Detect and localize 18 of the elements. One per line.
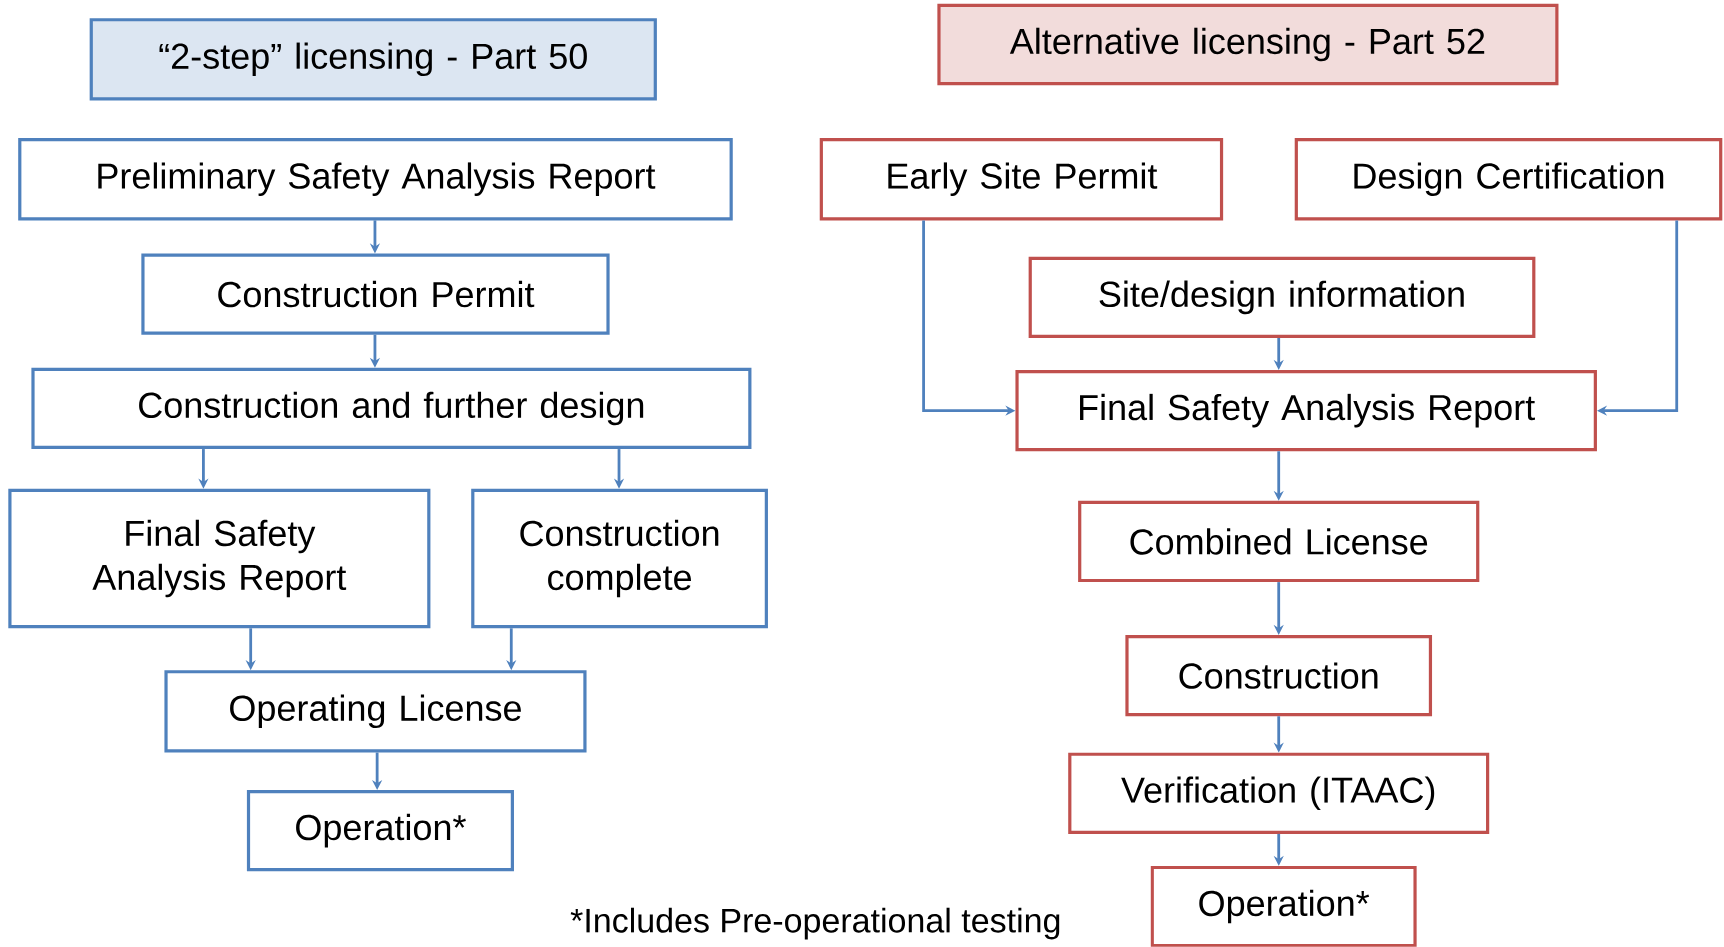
process-box: Operation* xyxy=(246,790,514,872)
process-box: Design Certification xyxy=(1294,138,1723,221)
process-box: Construction Permit xyxy=(141,253,610,335)
process-box: Preliminary Safety Analysis Report xyxy=(18,138,733,221)
process-box: Operation* xyxy=(1150,866,1417,947)
process-box: Verification (ITAAC) xyxy=(1068,752,1490,835)
heading-box: Alternative licensing - Part 52 xyxy=(937,4,1559,86)
process-box: Final Safety Analysis Report xyxy=(8,488,431,629)
heading-box: “2-step” licensing - Part 50 xyxy=(89,18,657,101)
process-box: Early Site Permit xyxy=(819,138,1224,221)
process-box: Operating License xyxy=(164,670,587,753)
process-box: Construction xyxy=(1125,635,1433,717)
footnote: *Includes Pre-operational testing xyxy=(570,907,1060,940)
process-box: Construction and further design xyxy=(31,367,752,450)
process-box: Site/design information xyxy=(1028,256,1536,339)
process-box: Combined License xyxy=(1078,501,1480,583)
process-box: Final Safety Analysis Report xyxy=(1015,370,1597,452)
process-box: Construction complete xyxy=(471,488,768,629)
